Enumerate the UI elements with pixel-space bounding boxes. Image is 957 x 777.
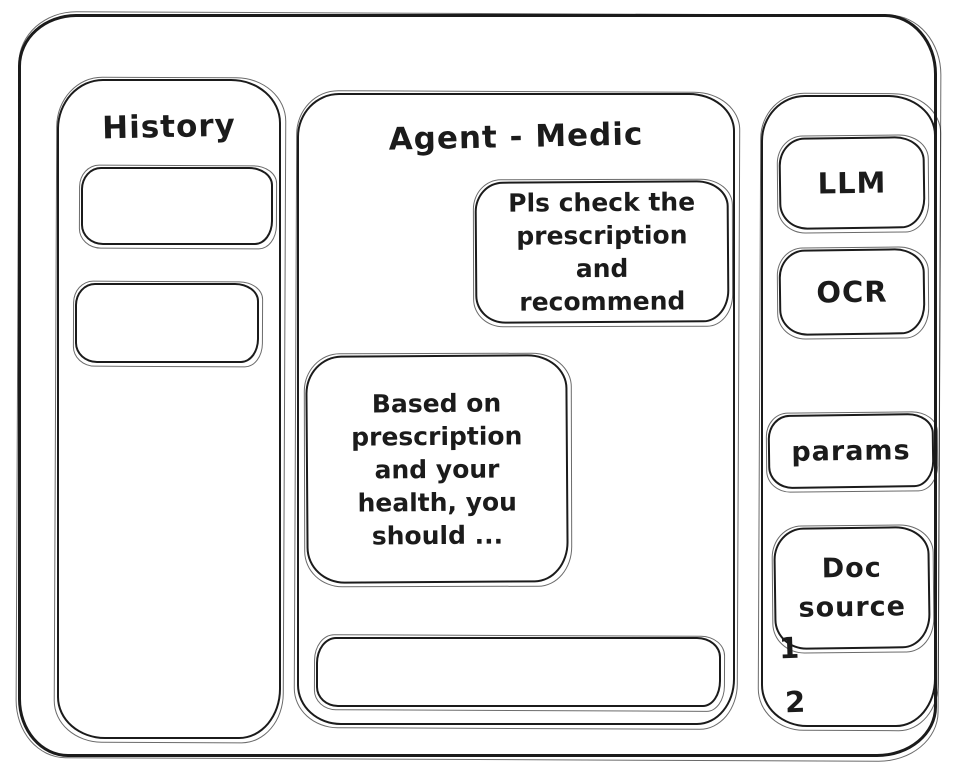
params-button[interactable]: params bbox=[767, 412, 935, 490]
tools-panel: LLM OCR params Doc source 1 2 bbox=[761, 95, 936, 727]
user-message-bubble: Pls check the prescription and recommend bbox=[474, 180, 730, 324]
history-panel: History bbox=[57, 79, 281, 739]
llm-button[interactable]: LLM bbox=[778, 135, 926, 231]
ocr-button[interactable]: OCR bbox=[778, 247, 926, 337]
assistant-message-bubble: Based on prescription and your health, y… bbox=[305, 354, 569, 584]
history-title: History bbox=[101, 107, 237, 147]
history-item[interactable] bbox=[81, 167, 273, 245]
message-input[interactable] bbox=[316, 637, 721, 707]
doc-source-item-2[interactable]: 2 bbox=[784, 684, 806, 720]
app-window: History Agent - Medic Pls check the pres… bbox=[18, 14, 937, 757]
chat-panel: Agent - Medic Pls check the prescription… bbox=[297, 93, 735, 725]
history-item[interactable] bbox=[75, 283, 259, 363]
doc-source-item-1[interactable]: 1 bbox=[778, 630, 800, 666]
chat-title: Agent - Medic bbox=[388, 116, 644, 158]
